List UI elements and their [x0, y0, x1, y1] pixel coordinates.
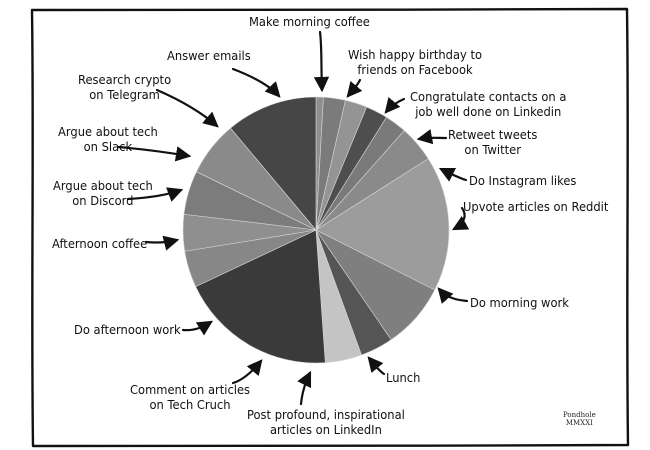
- label-line: Argue about tech: [58, 124, 158, 139]
- annotation-arrow: [346, 78, 363, 98]
- label-lunch: Lunch: [386, 370, 421, 385]
- annotation-arrow: [181, 320, 213, 336]
- signature-line: Pondhole: [563, 411, 596, 419]
- annotation-arrow: [116, 145, 192, 162]
- annotation-arrow: [416, 129, 448, 145]
- label-retweet-tweets: Retweet tweets on Twitter: [448, 127, 537, 157]
- label-line: articles on LinkedIn: [269, 422, 382, 437]
- label-line: Congratulate contacts on a: [410, 89, 567, 104]
- label-line: on Slack: [83, 139, 133, 154]
- label-answer-emails: Answer emails: [167, 48, 251, 63]
- pie-slice: [315, 158, 450, 291]
- label-do-afternoon-work: Do afternoon work: [74, 322, 181, 337]
- label-argue-slack: Argue about tech on Slack: [58, 124, 158, 154]
- annotation-arrow: [451, 206, 470, 231]
- label-line: on Tech Cruch: [149, 397, 231, 412]
- label-line: friends on Facebook: [357, 62, 473, 77]
- label-line: job well done on Linkedin: [415, 104, 562, 119]
- label-line: Wish happy birthday to: [348, 47, 483, 62]
- label-research-crypto: Research crypto on Telegram: [78, 72, 171, 102]
- label-line: on Twitter: [464, 142, 521, 157]
- annotation-arrow: [231, 359, 263, 385]
- annotation-arrow: [384, 97, 406, 114]
- annotation-arrow: [367, 356, 386, 376]
- annotation-arrow: [144, 235, 180, 251]
- label-line: Post profound, inspirational: [247, 407, 405, 422]
- label-wish-happy-birthday: Wish happy birthday to friends on Facebo…: [348, 47, 482, 77]
- label-upvote-reddit: Upvote articles on Reddit: [463, 199, 609, 214]
- label-congratulate-contacts: Congratulate contacts on a job well done…: [410, 89, 566, 119]
- label-post-profound: Post profound, inspirational articles on…: [247, 407, 405, 437]
- artist-signature: Pondhole MMXXI: [563, 411, 596, 427]
- label-instagram-likes: Do Instagram likes: [469, 173, 577, 188]
- annotation-arrow: [126, 187, 184, 202]
- annotation-arrow: [438, 167, 468, 182]
- label-line: Research crypto: [78, 72, 172, 87]
- label-line: on Discord: [72, 193, 134, 208]
- label-line: Argue about tech: [53, 178, 153, 193]
- label-afternoon-coffee: Afternoon coffee: [52, 236, 148, 251]
- annotation-arrow: [313, 30, 330, 93]
- label-argue-discord: Argue about tech on Discord: [53, 178, 153, 208]
- label-line: Comment on articles: [130, 382, 251, 397]
- annotation-arrow: [437, 287, 469, 304]
- annotation-arrow: [297, 370, 312, 406]
- label-comment-techcrunch: Comment on articles on Tech Cruch: [130, 382, 250, 412]
- label-make-morning-coffee: Make morning coffee: [249, 14, 370, 29]
- annotation-arrow: [155, 88, 219, 128]
- label-line: Retweet tweets: [448, 127, 538, 142]
- pie-slice: [195, 229, 326, 364]
- pie-chart: [182, 96, 450, 364]
- label-do-morning-work: Do morning work: [470, 295, 569, 310]
- label-line: on Telegram: [89, 87, 160, 102]
- annotation-arrows: [116, 30, 470, 406]
- signature-line: MMXXI: [565, 419, 593, 427]
- annotation-arrow: [231, 67, 281, 98]
- pie-slice: [230, 96, 317, 231]
